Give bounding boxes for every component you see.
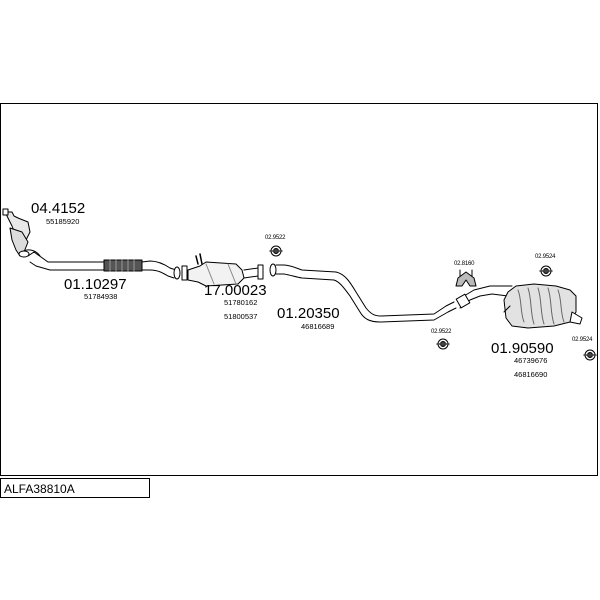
part-number-label: 17.00023 [204, 282, 267, 299]
oe-number-label: 46739676 [514, 356, 548, 365]
part-number-label: 01.10297 [64, 276, 127, 293]
oe-number-label: 51800537 [224, 312, 258, 321]
mount-label: 02.9522 [431, 329, 452, 335]
exhaust-manifold-part [2, 208, 41, 258]
mount-label: 02.9524 [535, 254, 556, 260]
mount-m3-icon [539, 265, 553, 277]
assembly-code-box: ALFA38810A [0, 478, 150, 498]
mount-label: 02.9522 [265, 235, 286, 241]
oe-number-label: 51780162 [224, 298, 258, 307]
mount-m4-icon [436, 338, 450, 350]
mount-label: 02.9524 [572, 337, 593, 343]
part-number-label: 01.90590 [491, 340, 554, 357]
rear-silencer-part [455, 283, 583, 329]
oe-number-label: 55185920 [46, 217, 80, 226]
mount-m2-icon [455, 269, 477, 287]
oe-number-label: 51784938 [84, 292, 118, 301]
oe-number-label: 46816689 [301, 322, 335, 331]
mount-m5-icon [583, 349, 597, 361]
mount-label: 02.8160 [454, 261, 475, 267]
oe-number-label: 46816690 [514, 370, 548, 379]
catalytic-converter-part [187, 253, 264, 287]
front-pipe-part [27, 251, 188, 281]
intermediate-pipe-part [269, 263, 457, 323]
assembly-code: ALFA38810A [4, 482, 75, 496]
mount-m1-icon [269, 245, 283, 257]
part-number-label: 04.4152 [31, 200, 86, 217]
part-number-label: 01.20350 [277, 305, 340, 322]
diagram-frame [0, 103, 598, 476]
